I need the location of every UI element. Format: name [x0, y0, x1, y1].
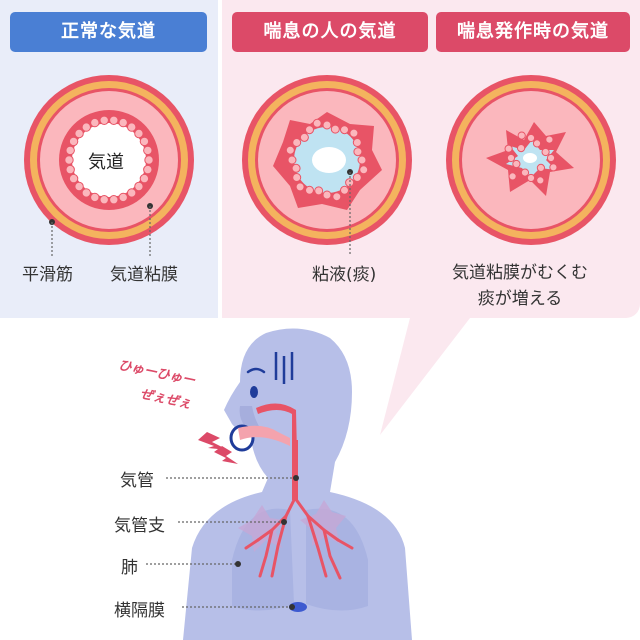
mucosa-bead [295, 182, 305, 192]
mucosa-bead [99, 115, 109, 126]
mucosa-bead [139, 136, 150, 147]
mucosa-bead [526, 173, 536, 183]
mucosa-bead [127, 188, 137, 198]
wheeze-lightning-icon-2 [214, 446, 238, 464]
lungs [232, 500, 368, 611]
smooth-muscle-pointer [49, 219, 55, 256]
mucosa-bead [322, 190, 332, 200]
mucosa-bead [512, 159, 521, 169]
mucosa-bead [65, 145, 75, 156]
mucosa-bead [90, 117, 100, 128]
mucosa-bead [330, 124, 340, 134]
swelling-label-line1: 気道粘膜がむくむ [452, 263, 588, 283]
mucosa-bead [143, 164, 153, 175]
mucosa-bead [90, 192, 100, 203]
bronchus-label: 気管支 [114, 516, 165, 536]
mucosa-bead [517, 144, 526, 153]
mucosa-bead [144, 155, 154, 165]
diaphragm-label: 横隔膜 [114, 601, 165, 621]
attack-airway-cross-section [446, 75, 616, 245]
mucosa-bead [526, 133, 536, 143]
asthma-airway-header: 喘息の人の気道 [232, 12, 428, 52]
mucosa-label: 気道粘膜 [110, 265, 178, 285]
trachea-pointer [166, 475, 299, 481]
airway-tract [238, 403, 298, 500]
mucosa-bead [68, 173, 79, 184]
bronchus-pointer [178, 519, 287, 525]
mucosa-bead [74, 128, 84, 139]
mucosa-bead [134, 181, 144, 192]
mucosa-bead [322, 120, 332, 130]
mucosa-bead [127, 122, 137, 132]
swelling-label: 気道粘膜がむくむ 痰が増える [452, 260, 588, 312]
mucosa-bead [65, 164, 75, 175]
mucosa-bead [546, 153, 556, 163]
mucosa-bead [134, 128, 144, 139]
mucosa-bead [109, 115, 119, 126]
mucosa-bead [68, 136, 79, 147]
mucosa-bead [305, 125, 314, 135]
mucosa-bead [292, 138, 302, 147]
mucosa-bead [332, 192, 342, 202]
diaphragm-pointer [182, 604, 295, 610]
mucosa-bead [291, 163, 301, 173]
mucosa-bead [118, 192, 128, 203]
smooth-muscle-label: 平滑筋 [22, 265, 73, 285]
mucosa-bead [287, 155, 297, 165]
mucosa-bead [352, 173, 362, 182]
mucus-pointer [347, 169, 353, 256]
mucosa-bead [352, 138, 362, 147]
trachea-label: 気管 [120, 471, 154, 491]
mucosa-bead [64, 155, 74, 165]
mucosa-bead [340, 125, 349, 135]
mucosa-bead [314, 186, 324, 196]
normal-airway-header: 正常な気道 [10, 12, 207, 52]
mucosa-bead [299, 132, 309, 142]
mucosa-pointer [147, 203, 153, 256]
mucosa-bead [545, 135, 554, 144]
mucosa-bead [109, 195, 119, 205]
mucosa-bead [517, 131, 526, 140]
mucosa-bead [536, 163, 546, 172]
mucosa-bead [285, 145, 295, 155]
mucosa-bead [81, 122, 92, 132]
mucosa-bead [292, 173, 302, 182]
lung-label: 肺 [121, 558, 138, 578]
mucosa-bead [359, 165, 369, 175]
mucosa-bead [520, 168, 530, 177]
mucus-label: 粘液(痰) [312, 265, 377, 285]
mucosa-bead [532, 139, 542, 148]
mucosa-bead [312, 118, 322, 128]
mucosa-bead [74, 181, 84, 192]
mucosa-bead [81, 188, 92, 198]
callout-tail [380, 318, 470, 435]
attack-airway-header: 喘息発作時の気道 [436, 12, 630, 52]
mucosa-bead [549, 163, 558, 172]
bronchial-tree [244, 496, 354, 580]
mucosa-bead [305, 185, 314, 195]
mucosa-bead [506, 153, 516, 163]
mucosa-bead [139, 173, 150, 184]
wheeze-lightning-icon [198, 432, 228, 450]
mucosa-bead [118, 117, 128, 128]
airway-label: 気道 [88, 152, 124, 173]
mucosa-bead [536, 176, 545, 185]
mucosa-bead [353, 147, 363, 157]
mucosa-bead [508, 172, 517, 181]
mucosa-bead [541, 147, 550, 157]
mucosa-bead [99, 195, 109, 205]
mucosa-bead [504, 144, 513, 153]
mucosa-bead [143, 145, 153, 156]
lung-pointer [146, 561, 241, 567]
mucosa-bead [340, 185, 349, 195]
normal-airway-cross-section [24, 75, 194, 245]
mucosa-bead [357, 155, 367, 165]
mucosa-bead [345, 178, 355, 188]
asthma-airway-cross-section [242, 75, 412, 245]
swelling-label-line2: 痰が増える [477, 289, 563, 309]
mucosa-bead [349, 128, 359, 138]
